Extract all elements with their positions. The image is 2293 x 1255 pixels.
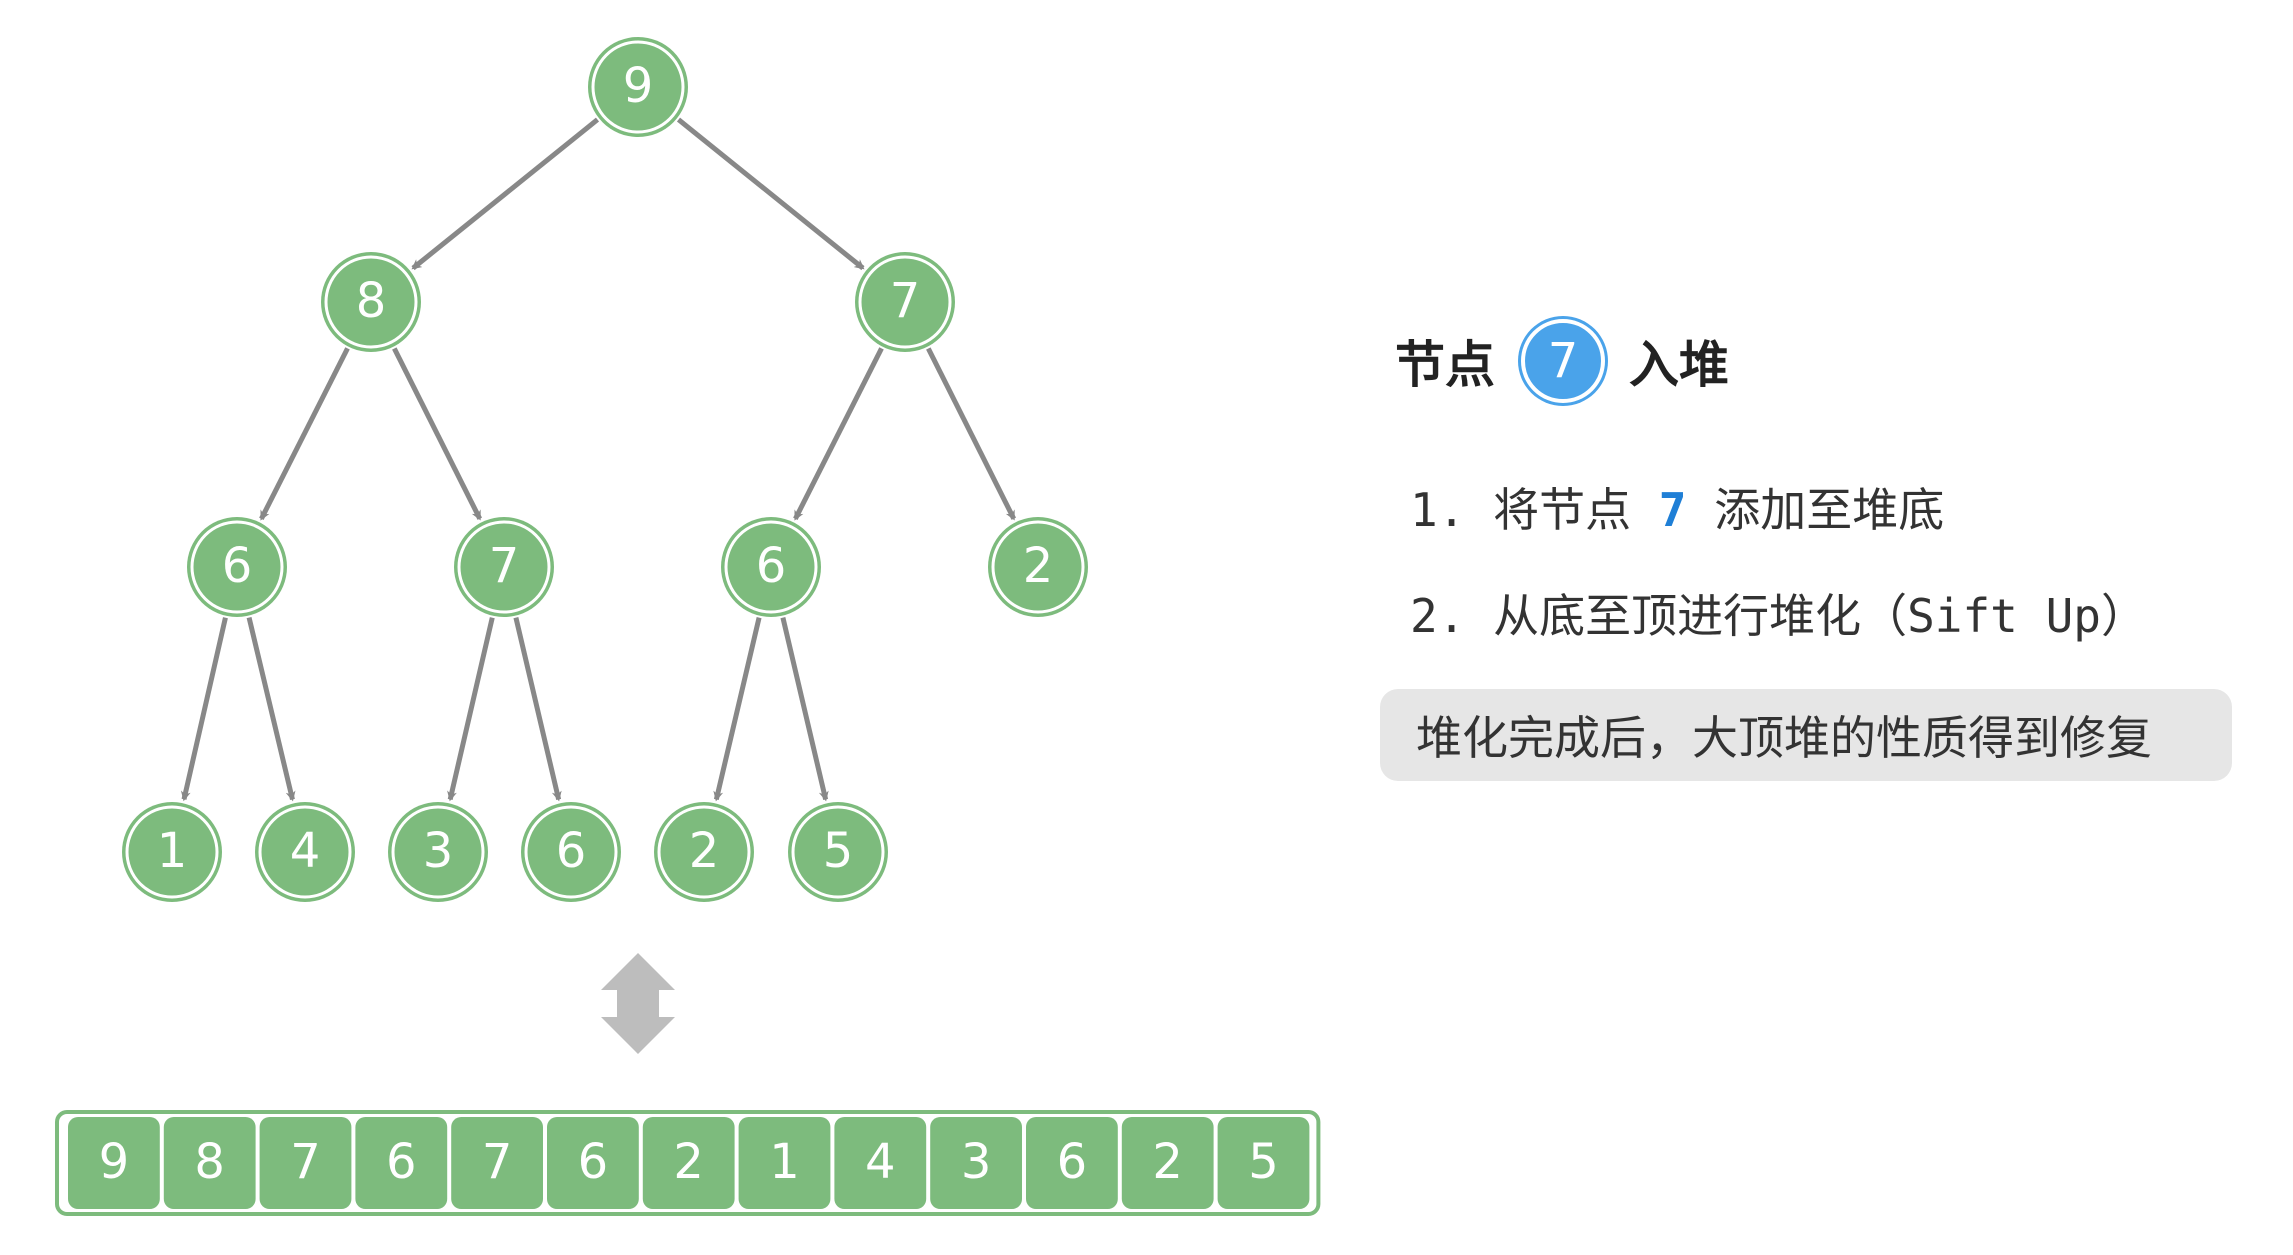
tree-node-label: 6 (556, 823, 587, 879)
tree-node-label: 7 (489, 538, 520, 594)
step-2-text: 从底至顶进行堆化（Sift Up） (1493, 589, 2147, 643)
tree-edge (793, 347, 884, 521)
array-cell: 6 (1026, 1117, 1118, 1209)
heap-array: 9 8 7 6 7 6 2 1 4 3 6 2 5 (55, 1110, 1321, 1216)
tree-edge (392, 347, 483, 521)
tree-node-label: 9 (623, 58, 654, 114)
tree-node-label: 8 (356, 273, 387, 329)
array-cell: 7 (451, 1117, 543, 1209)
array-cell: 5 (1217, 1117, 1310, 1209)
tree-node-label: 2 (689, 823, 720, 879)
array-cell-label: 5 (1248, 1134, 1279, 1190)
array-cell-label: 6 (386, 1134, 417, 1190)
tree-node-label: 5 (823, 823, 854, 879)
array-cell-label: 3 (961, 1134, 992, 1190)
array-cell-label: 8 (194, 1134, 225, 1190)
tree-node: 9 (588, 37, 688, 137)
array-cell: 1 (738, 1117, 831, 1209)
tree-node: 2 (654, 802, 754, 902)
tree-node: 7 (454, 517, 554, 617)
tree-node-label: 1 (157, 823, 188, 879)
tree-node: 1 (122, 802, 222, 902)
tree-edge (780, 617, 829, 802)
tree-edge (513, 617, 562, 802)
tree-node-label: 4 (290, 823, 321, 879)
array-cell-label: 1 (769, 1134, 800, 1190)
tree-edge (180, 617, 228, 802)
tree-edge (447, 617, 495, 802)
result-note: 堆化完成后，大顶堆的性质得到修复 (1380, 689, 2232, 781)
tree-node: 6 (187, 517, 287, 617)
array-cell: 8 (163, 1117, 256, 1209)
array-cell-label: 7 (290, 1134, 321, 1190)
tree-edge (259, 347, 350, 521)
tree-node: 4 (255, 802, 355, 902)
array-cell: 6 (355, 1117, 448, 1209)
array-cell: 2 (1121, 1117, 1214, 1209)
array-cell-label: 9 (99, 1134, 130, 1190)
step-1: 1. 将节点 7 添加至堆底 (1410, 474, 1944, 540)
tree-node: 8 (321, 252, 421, 352)
tree-edge (926, 347, 1017, 521)
step-1-pre: 将节点 (1493, 483, 1632, 537)
tree-node: 2 (988, 517, 1088, 617)
tree-edge (713, 617, 762, 802)
array-cell: 7 (259, 1117, 352, 1209)
title-suffix: 入堆 (1629, 336, 1729, 394)
array-cell: 9 (68, 1117, 160, 1209)
tree-node-label: 7 (890, 273, 921, 329)
tree-node: 5 (788, 802, 888, 902)
tree-node-label: 2 (1023, 538, 1054, 594)
panel-title: 节点 7 入堆 (1395, 315, 1729, 407)
tree-edge (246, 616, 296, 802)
array-cell: 2 (642, 1117, 735, 1209)
array-cell: 4 (834, 1117, 927, 1209)
step-1-post: 添加至堆底 (1714, 483, 1945, 537)
step-2: 2. 从底至顶进行堆化（Sift Up） (1410, 580, 2147, 646)
array-cell-label: 7 (482, 1134, 513, 1190)
tree-node-label: 6 (222, 538, 253, 594)
array-cell-label: 6 (1057, 1134, 1088, 1190)
tree-edge (676, 117, 865, 271)
title-prefix: 节点 (1395, 336, 1495, 394)
double-vertical-arrow-icon (601, 953, 675, 1054)
tree-node: 7 (855, 252, 955, 352)
tree-node: 3 (388, 802, 488, 902)
tree-node: 6 (721, 517, 821, 617)
step-2-number: 2. (1410, 589, 1466, 643)
array-cell-label: 4 (865, 1134, 896, 1190)
array-cell-label: 2 (673, 1134, 704, 1190)
tree-nodes: 9 8 7 6 7 6 2 1 4 3 6 2 5 (122, 37, 1088, 902)
tree-node: 6 (521, 802, 621, 902)
tree-node-label: 3 (423, 823, 454, 879)
title-node-badge: 7 (1521, 319, 1605, 403)
array-cell: 6 (547, 1117, 639, 1209)
tree-edges (180, 117, 1017, 802)
array-cell: 3 (930, 1117, 1022, 1209)
array-cell-label: 6 (578, 1134, 609, 1190)
step-1-number: 1. (1410, 483, 1466, 537)
step-1-value: 7 (1658, 483, 1687, 537)
tree-node-label: 6 (756, 538, 787, 594)
tree-edge (411, 117, 600, 271)
array-cell-label: 2 (1152, 1134, 1183, 1190)
